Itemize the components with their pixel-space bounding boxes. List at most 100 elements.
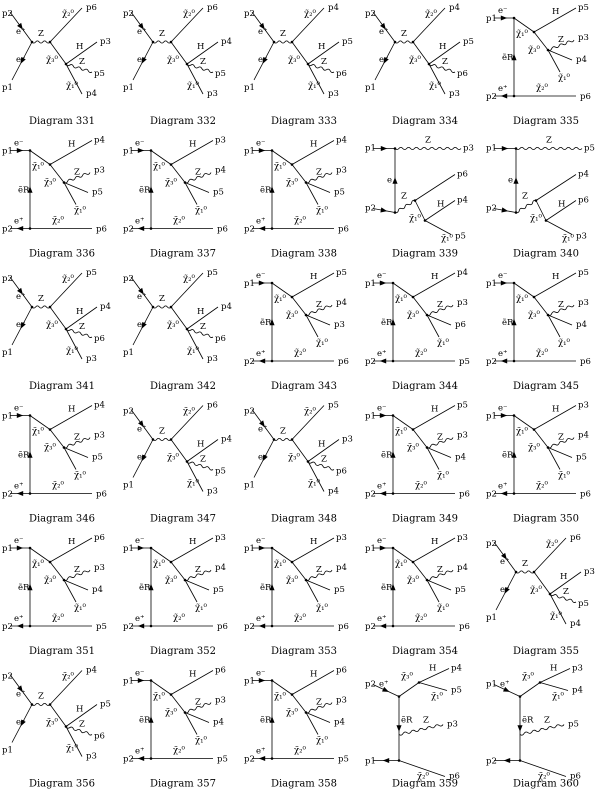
fermion-line [186,328,204,360]
z-label: Z [442,57,448,67]
electron-label: e⁻ [16,718,26,728]
z-label: Z [316,565,322,575]
fermion-line [150,150,172,165]
neutralino-label: χ̃₂⁰ [173,745,186,756]
vertex-dot [30,40,34,44]
fermion-line [547,49,561,73]
external-momentum-label: p2 [486,757,497,767]
neutralino-label: χ̃₃⁰ [165,574,178,585]
neutralino-label: χ̃₁⁰ [516,293,529,304]
arrow-icon [500,490,508,497]
neutralino-label: χ̃₂⁰ [415,612,428,623]
neutralino-label: χ̃₃⁰ [407,309,420,320]
positron-label: e⁺ [137,27,147,37]
neutralino-label: χ̃₂⁰ [304,8,317,19]
z-label: Z [38,692,44,702]
arrow-icon [269,583,275,591]
external-momentum-label: p2 [2,274,13,284]
neutralino-label: χ̃₂⁰ [415,480,428,491]
external-momentum-label: p3 [94,166,105,176]
positron-label: e⁺ [377,349,387,359]
arrow-icon [258,545,266,551]
arrow-icon [503,757,511,764]
fermion-line [63,182,77,205]
z-label: Z [321,57,327,67]
neutralino-label: χ̃₃⁰ [286,309,299,320]
neutralino-label: χ̃₁⁰ [187,478,200,489]
neutralino-label: χ̃₁⁰ [308,80,321,91]
neutralino-label: χ̃₂⁰ [173,215,186,226]
fermion-line [150,680,172,695]
diagram-caption: Diagram 346 [29,514,95,525]
z-boson-line [305,702,333,714]
z-label: Z [401,29,407,39]
arrow-icon [513,177,519,184]
external-momentum-label: p4 [215,563,226,573]
neutralino-label: χ̃₂⁰ [294,347,307,358]
arrow-icon [137,147,145,154]
z-label: Z [195,168,201,178]
neutralino-label: χ̃₁⁰ [153,691,166,702]
z-boson-line [426,569,454,581]
arrow-icon [501,145,509,152]
z-label: Z [437,300,443,310]
neutralino-label: χ̃₃⁰ [407,574,420,585]
fermion-line [49,405,93,430]
z-label: Z [558,300,564,310]
fermion-line [291,439,309,462]
neutralino-label: χ̃₂⁰ [425,8,438,19]
arrow-icon [511,318,517,326]
electron-label: e⁻ [498,6,508,16]
selectron-label: ẽR [502,317,514,328]
fermion-line [392,415,414,430]
diagram-caption: Diagram 354 [392,646,458,657]
arrow-icon [141,56,147,64]
neutralino-label: χ̃₂⁰ [415,347,428,358]
external-momentum-label: p5 [568,720,579,730]
neutralino-label: χ̃₁⁰ [441,233,454,244]
z-boson-line [31,703,51,706]
neutralino-label: χ̃₂⁰ [294,612,307,623]
electron-label: e [387,176,392,186]
z-label: Z [159,294,165,304]
arrow-icon [380,145,388,152]
z-boson-line [515,147,583,150]
external-momentum-label: p5 [207,268,218,278]
neutralino-label: χ̃₃⁰ [288,452,301,463]
arrow-icon [20,719,26,727]
z-boson-line [186,461,214,471]
higgs-label: H [310,670,317,680]
fermion-line [49,306,67,330]
fermion-line [392,547,414,563]
neutralino-label: χ̃₁⁰ [195,735,208,746]
external-momentum-label: p1 [486,14,497,24]
arrow-icon [141,454,147,462]
external-momentum-label: p4 [328,3,339,13]
external-momentum-label: p2 [365,357,376,367]
arrow-icon [27,186,33,193]
diagram-caption: Diagram 339 [392,249,458,260]
neutralino-label: χ̃₃⁰ [530,584,543,595]
diagram-caption: Diagram 331 [29,116,95,127]
external-momentum-label: p3 [457,298,468,308]
fermion-line [305,314,319,338]
diagram-caption: Diagram 359 [392,779,458,790]
neutralino-label: χ̃₃⁰ [409,54,422,65]
neutralino-label: χ̃₂⁰ [183,406,196,417]
arrow-icon [392,177,398,184]
z-label: Z [316,168,322,178]
arrow-icon [138,22,144,30]
electron-label: e⁻ [135,139,145,149]
external-momentum-label: p3 [336,533,347,543]
higgs-label: H [431,537,438,547]
neutralino-label: χ̃₁⁰ [516,426,529,437]
arrow-icon [511,53,517,61]
external-momentum-label: p3 [447,720,458,730]
external-momentum-label: p3 [457,431,468,441]
